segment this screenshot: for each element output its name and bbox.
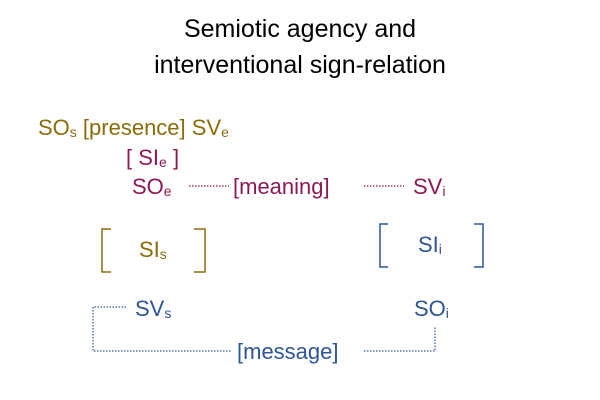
si-e-label: [ SIe ] — [126, 145, 180, 170]
message-right-link — [364, 327, 436, 352]
meaning-label: [meaning] — [233, 174, 330, 199]
so-e-label: SOe — [132, 174, 172, 199]
message-label: [message] — [237, 339, 339, 364]
si-i-left-bracket — [379, 223, 388, 268]
so-i-label: SOi — [414, 296, 449, 321]
si-s-label: SIs — [139, 237, 167, 262]
message-left-link — [92, 306, 232, 352]
si-s-right-bracket — [194, 228, 206, 273]
si-s-left-bracket — [101, 228, 111, 273]
si-i-right-bracket — [474, 223, 484, 268]
sv-e-label: SVe — [191, 115, 229, 140]
so-s-label: SOs [presence] SVe — [38, 115, 229, 140]
sv-s-label: SVs — [135, 296, 172, 321]
si-i-label: SIi — [418, 232, 442, 257]
presence-label: [presence] — [82, 115, 186, 140]
sv-i-label: SVi — [413, 174, 446, 199]
diagram-title-line-2: interventional sign-relation — [154, 51, 446, 79]
diagram-title-line-1: Semiotic agency and — [183, 15, 417, 43]
